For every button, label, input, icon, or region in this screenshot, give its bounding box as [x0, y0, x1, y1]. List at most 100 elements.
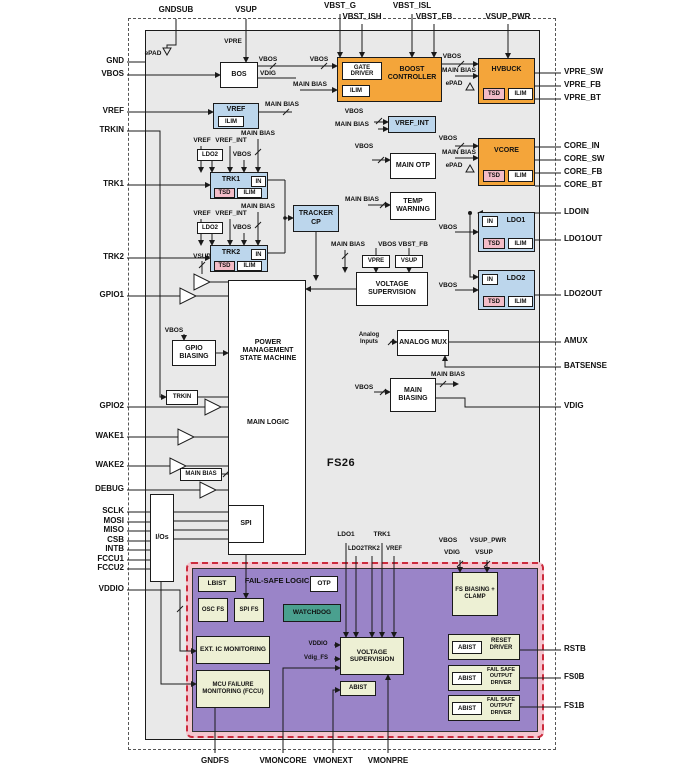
block-trk2: TRK2 IN TSD ILIM [210, 245, 268, 272]
pin-batsense: BATSENSE [564, 361, 607, 370]
pin-vpre-fb: VPRE_FB [564, 80, 601, 89]
trk1-label: TRK1 [221, 176, 241, 183]
gate-driver-box: GATE DRIVER [342, 62, 382, 80]
block-tracker-cp: TRACKER CP [293, 205, 339, 232]
ldo2-ilim-box: ILIM [508, 296, 533, 307]
wire-label-epad-hvbuck: ePAD [445, 80, 463, 87]
block-boost-controller: GATE DRIVER BOOST CONTROLLER ILIM [337, 57, 442, 102]
ldo2-source-box-trk1: LDO2 [197, 149, 223, 161]
pin-vbst-isl: VBST_ISL [392, 1, 432, 10]
pin-trk2: TRK2 [103, 252, 124, 261]
ldo1-tsd-box: TSD [483, 238, 505, 249]
block-mcu-failure-monitoring: MCU FAILURE MONITORING (FCCU) [196, 670, 270, 708]
wire-label-trk2-fs: TRK2 [364, 546, 380, 552]
main-logic-label: MAIN LOGIC [247, 419, 289, 426]
pin-gpio2: GPIO2 [99, 401, 124, 410]
ldo2-label: LDO2 [506, 275, 526, 282]
block-power-management-state-machine: POWER MANAGEMENT STATE MACHINE MAIN LOGI… [228, 280, 306, 555]
wire-label-epad-gnd: ePAD [144, 50, 162, 57]
block-spi: SPI [228, 505, 264, 543]
ldo1-in-box: IN [482, 216, 498, 227]
pin-vmonext: VMONEXT [313, 756, 353, 765]
wire-label-vddio-fs: VDDIO [308, 641, 328, 647]
pin-trkin: TRKIN [99, 125, 124, 134]
vcore-tsd-box: TSD [483, 170, 505, 182]
vcore-ilim-box: ILIM [508, 170, 533, 182]
wire-label-vbos-vbstfb: VBOS VBST_FB [378, 241, 428, 248]
wire-label-vbos-ldo1: VBOS [438, 224, 458, 231]
ldo1-label: LDO1 [506, 217, 526, 224]
pin-vpre-sw: VPRE_SW [564, 67, 604, 76]
trk2-tsd-box: TSD [214, 261, 235, 271]
block-gpio-biasing: GPIO BIASING [172, 340, 216, 366]
boost-ilim-box: ILIM [342, 85, 370, 97]
wire-label-vbos-hvbuck: VBOS [442, 53, 462, 60]
wire-label-mainbias-vref: MAIN BIAS [265, 101, 299, 108]
wire-label-vbos-boost: VBOS [309, 56, 329, 63]
pin-fccu2: FCCU2 [97, 563, 124, 572]
block-main-bias-debug: MAIN BIAS [180, 468, 222, 481]
block-vcore: VCORE TSD ILIM [478, 138, 535, 186]
trk2-in-box: IN [251, 249, 266, 260]
pin-vddio: VDDIO [98, 584, 124, 593]
wire-label-mainbias-trk1: MAIN BIAS [241, 130, 275, 137]
trk1-ilim-box: ILIM [237, 188, 262, 198]
pin-vref: VREF [102, 106, 124, 115]
wire-label-vref-trk2: VREF [193, 210, 211, 217]
pin-csb: CSB [107, 535, 124, 544]
ldo2-source-box-trk2: LDO2 [197, 222, 223, 234]
boost-controller-label: BOOST CONTROLLER [387, 66, 437, 82]
pin-sclk: SCLK [102, 506, 124, 515]
ldo1-ilim-box: ILIM [508, 238, 533, 249]
wire-label-trk1-fs: TRK1 [373, 531, 391, 538]
wire-label-mainbias-vcore: MAIN BIAS [442, 149, 476, 156]
wire-label-ldo2-fs: LDO2 [347, 546, 364, 552]
trk2-ilim-box: ILIM [237, 261, 262, 271]
pin-vmonpre: VMONPRE [367, 756, 409, 765]
block-bos: BOS [220, 62, 258, 88]
wire-label-vbos-fsbias: VBOS [438, 537, 458, 544]
wire-label-vbos-mainbiasing: VBOS [354, 384, 374, 391]
block-ldo1: IN LDO1 TSD ILIM [478, 212, 535, 252]
wire-label-epad-vcore: ePAD [445, 162, 463, 169]
hvbuck-ilim-box: ILIM [508, 88, 533, 100]
pin-wake2: WAKE2 [95, 460, 124, 469]
ldo2-tsd-box: TSD [483, 296, 505, 307]
pin-fccu1: FCCU1 [97, 554, 124, 563]
wire-label-mainbias-temp: MAIN BIAS [345, 196, 379, 203]
reset-driver-abist-box: ABIST [452, 641, 482, 654]
block-ldo2: IN LDO2 TSD ILIM [478, 270, 535, 310]
pin-debug: DEBUG [95, 484, 124, 493]
pin-vmoncore: VMONCORE [259, 756, 307, 765]
wire-label-vbos-gpiobias: VBOS [164, 327, 184, 334]
wire-label-mainbias-hvbuck: MAIN BIAS [442, 67, 476, 74]
block-reset-driver: ABIST RESET DRIVER [448, 634, 520, 660]
pin-gnd: GND [106, 56, 124, 65]
pin-intb: INTB [105, 544, 124, 553]
vcore-label: VCORE [494, 147, 519, 154]
block-lbist: LBIST [198, 576, 236, 592]
pin-gpio1: GPIO1 [99, 290, 124, 299]
block-ext-ic-monitoring: EXT. IC MONITORING [196, 636, 270, 664]
wire-label-vpre: VPRE [224, 38, 242, 45]
block-vref: VREF ILIM [213, 103, 259, 129]
pin-gndsub: GNDSUB [158, 5, 194, 14]
pin-fs0b: FS0B [564, 672, 585, 681]
chip-name-label: FS26 [326, 457, 356, 469]
wire-label-vbos-vrefint: VBOS [344, 108, 364, 115]
vref-label: VREF [226, 106, 246, 113]
wire-label-vbos-bos: VBOS [258, 56, 278, 63]
block-hvbuck: HVBUCK TSD ILIM [478, 58, 535, 104]
psm-label: POWER MANAGEMENT STATE MACHINE [239, 339, 297, 363]
wire-label-analog-inputs: Analog Inputs [358, 332, 380, 345]
pin-vsup: VSUP [235, 5, 257, 14]
pin-trk1: TRK1 [103, 179, 124, 188]
wire-label-vbos-vcore: VBOS [438, 135, 458, 142]
wire-label-vref-fs: VREF [385, 546, 402, 552]
pin-fs1b: FS1B [564, 701, 585, 710]
pin-mosi: MOSI [103, 516, 124, 525]
wire-label-vdig-fsbias: VDIG [444, 549, 460, 556]
fs1b-abist-box: ABIST [452, 702, 482, 715]
pin-vbst-ish: VBST_ISH [342, 12, 382, 21]
